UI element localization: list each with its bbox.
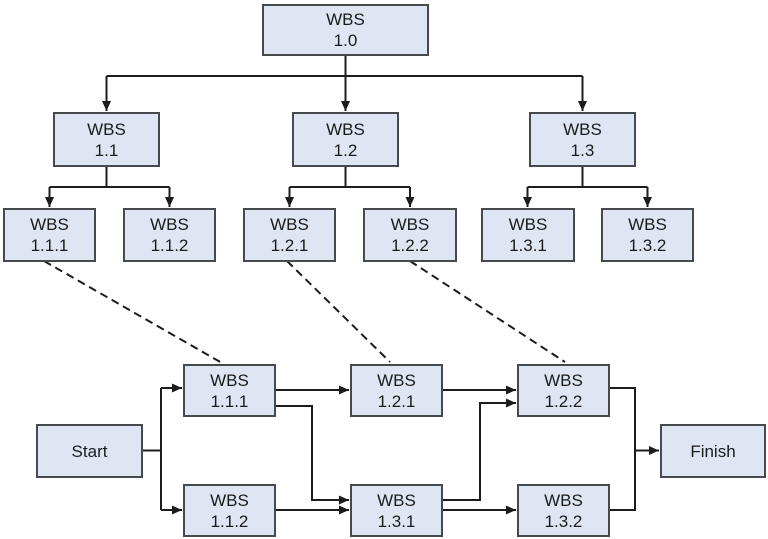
edge-wbs-1-3-2-to-finish: [610, 450, 636, 511]
node-label: Finish: [690, 441, 736, 461]
network-connectors: [143, 383, 659, 515]
network-node-wbs-1-1-1: WBS 1.1.1: [183, 364, 276, 417]
tree-node-wbs-1-3: WBS 1.3: [529, 112, 636, 167]
node-label: WBS 1.3: [563, 119, 602, 160]
node-label: WBS 1.1.1: [210, 370, 249, 411]
tree-node-wbs-1-3-1: WBS 1.3.1: [481, 208, 575, 262]
node-label: WBS 1.1: [87, 119, 126, 160]
tree-node-wbs-1-3-2: WBS 1.3.2: [601, 208, 694, 262]
network-node-finish: Finish: [660, 424, 766, 478]
tree-node-wbs-1-0: WBS 1.0: [262, 4, 429, 56]
node-label: WBS 1.1.2: [210, 490, 249, 531]
node-label: WBS 1.1.1: [30, 215, 69, 255]
tree-node-wbs-1-1-1: WBS 1.1.1: [3, 208, 96, 262]
node-label: WBS 1.2: [326, 119, 365, 160]
node-label: WBS 1.3.1: [508, 215, 548, 255]
tree-node-wbs-1-2: WBS 1.2: [292, 112, 399, 167]
node-label: WBS 1.0: [326, 10, 365, 50]
node-label: WBS 1.2.1: [270, 215, 309, 255]
network-node-wbs-1-1-2: WBS 1.1.2: [183, 484, 276, 537]
network-node-wbs-1-2-1: WBS 1.2.1: [350, 364, 443, 417]
node-label: WBS 1.3.2: [544, 490, 583, 531]
node-label: Start: [71, 441, 108, 461]
network-node-wbs-1-3-2: WBS 1.3.2: [517, 484, 610, 537]
node-label: WBS 1.2.2: [390, 215, 430, 255]
node-label: WBS 1.1.2: [150, 215, 189, 255]
node-label: WBS 1.2.1: [377, 370, 416, 411]
edge-wbs-1-1-1-to-wbs-1-3-1: [276, 405, 349, 505]
dashed-link-wbs-1-2-1: [286, 260, 391, 363]
edge-wbs-1-2-2-to-finish: [610, 387, 636, 451]
node-label: WBS 1.2.2: [544, 370, 583, 411]
tree-connectors: [45, 55, 652, 207]
tree-node-wbs-1-2-1: WBS 1.2.1: [243, 208, 336, 262]
tree-to-network-dashed-links: [43, 260, 566, 364]
network-node-start: Start: [36, 424, 143, 478]
dashed-link-wbs-1-2-2: [409, 260, 566, 363]
node-label: WBS 1.3.1: [377, 490, 416, 531]
node-label: WBS 1.3.2: [628, 215, 667, 255]
tree-node-wbs-1-2-2: WBS 1.2.2: [363, 208, 457, 262]
dashed-link-wbs-1-1-1: [43, 260, 223, 364]
network-node-wbs-1-2-2: WBS 1.2.2: [517, 364, 610, 417]
network-node-wbs-1-3-1: WBS 1.3.1: [350, 484, 443, 537]
tree-node-wbs-1-1-2: WBS 1.1.2: [123, 208, 216, 262]
tree-node-wbs-1-1: WBS 1.1: [53, 112, 160, 167]
edge-wbs-1-3-1-to-wbs-1-2-2: [443, 398, 516, 501]
